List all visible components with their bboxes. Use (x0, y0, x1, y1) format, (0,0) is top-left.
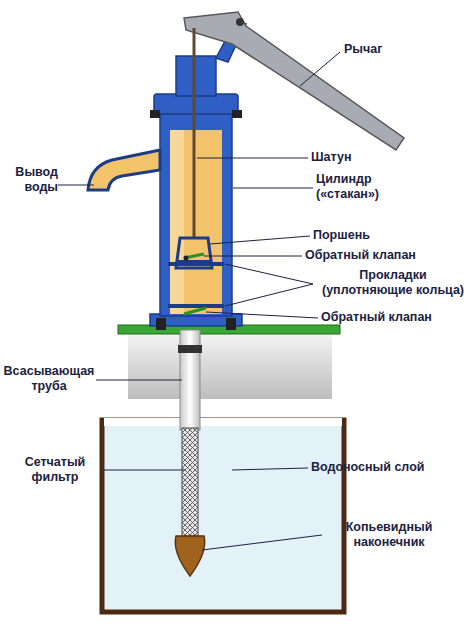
part-label: Всасывающая труба (2, 364, 96, 394)
part-label: Цилиндр («стакан») (316, 172, 416, 202)
leader-lines (58, 52, 340, 550)
part-label: Водоносный слой (311, 460, 461, 475)
part-label: Обратный клапан (305, 248, 445, 263)
part-label: Копьевидный наконечник (324, 520, 454, 550)
part-label: Прокладки (уплотняющие кольца) (316, 268, 470, 298)
part-label: Рычаг (344, 42, 404, 57)
part-label: Вывод воды (4, 165, 58, 195)
part-label: Обратный клапан (321, 310, 461, 325)
part-label: Поршень (313, 228, 403, 243)
part-label: Шатун (311, 150, 391, 165)
part-label: Сетчатый фильтр (8, 455, 102, 485)
